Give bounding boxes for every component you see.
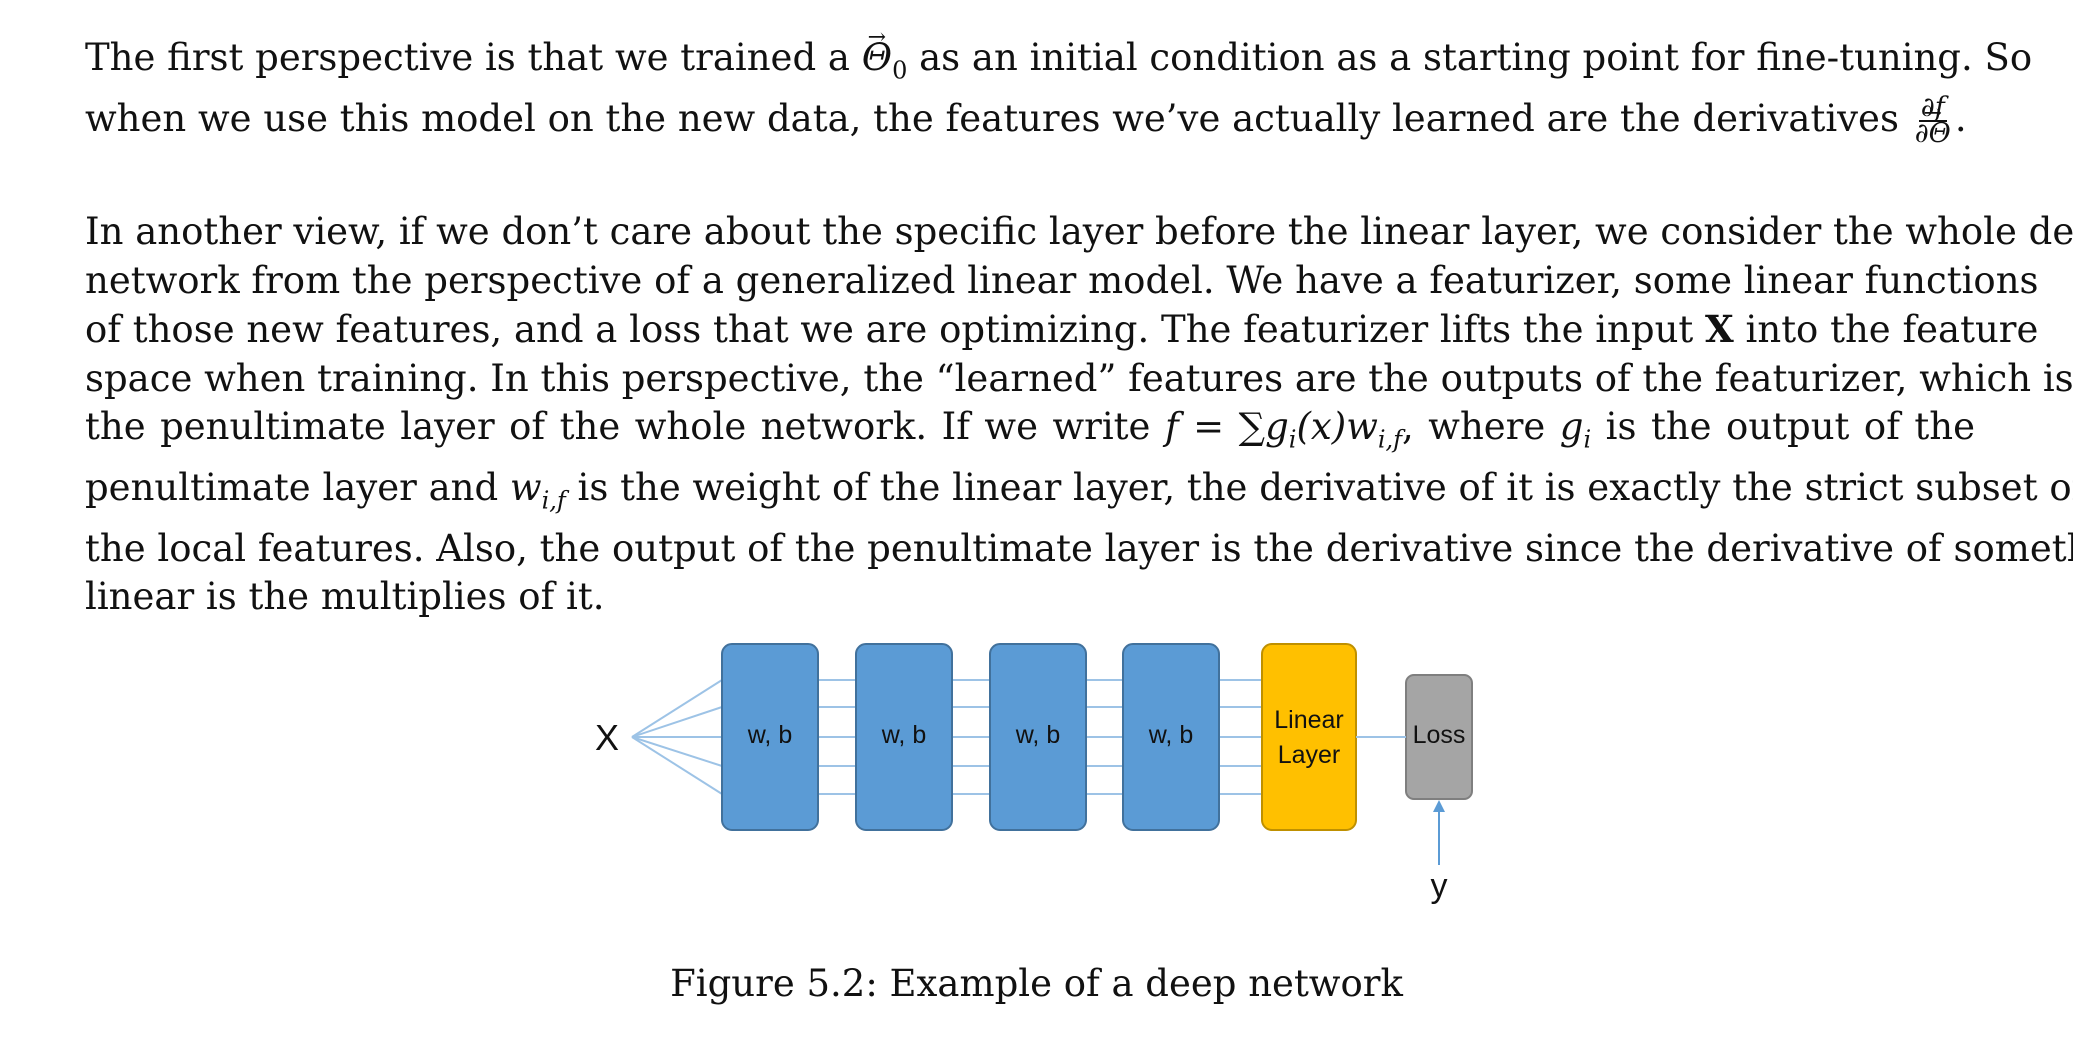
hidden-layer-4: w, b [1122,643,1220,831]
linear-layer-box [1261,643,1357,831]
math-w: w [509,465,542,509]
connection-line [631,736,723,795]
target-arrow-head [1433,800,1445,812]
hidden-layer-box [855,643,953,831]
hidden-layer-box [989,643,1087,831]
hidden-layer-label: w, b [1148,721,1193,749]
bold-x: X [1705,307,1734,351]
hidden-layer-label: w, b [1015,721,1060,749]
math-g: g [1265,405,1289,448]
hidden-layer-1: w, b [721,643,819,831]
paragraph-line: linear is the multiplies of it. [85,575,605,619]
text-span: , where [1402,405,1560,448]
paragraph-line: the local features. Also, the output of … [85,526,2073,570]
connection-line [631,679,723,738]
text-span: as an initial condition as a starting po… [907,36,2033,79]
paragraph-line: space when training. In this perspective… [85,356,2073,400]
subscript: i,f [1377,425,1403,454]
input-x-node: X [595,717,619,758]
theta-vector: Θ [862,34,892,83]
paragraph-line: the penultimate layer of the whole netwo… [85,403,1975,464]
paragraph-line: network from the perspective of a genera… [85,258,2039,302]
derivative-fraction: ∂f∂Θ [1915,94,1951,147]
text-span: into the feature [1733,308,2039,351]
text-span: . [1954,96,1967,140]
linear-layer-label-line1: Linear [1274,706,1344,734]
hidden-layer-label: w, b [881,721,926,749]
math-w: w [1346,405,1378,448]
subscript: 0 [892,56,908,85]
math-sum: ∑ [1238,405,1266,448]
hidden-layer-2: w, b [855,643,953,831]
text-span: is the weight of the linear layer, the d… [565,465,2073,509]
paragraph-line: when we use this model on the new data, … [85,94,1975,147]
text-span: is the output of the [1591,405,1975,448]
target-y-node: y [1431,800,1448,905]
text-span: of those new features, and a loss that w… [85,308,1706,351]
math-x-vector: (x) [1296,405,1347,448]
paragraph-line: penultimate layer and wi,f is the weight… [85,464,2073,525]
text-span: penultimate layer and [85,465,510,509]
paragraph-fine-tuning: The first perspective is that we trained… [85,34,2032,147]
subscript: i [1583,425,1592,454]
linear-layer: Linear Layer [1261,643,1357,831]
connection-line [631,706,723,738]
math-g: g [1559,405,1584,448]
hidden-layer-3: w, b [989,643,1087,831]
math-f: f [1164,405,1179,448]
paragraph-line: The first perspective is that we trained… [85,34,2032,95]
linear-layer-label-line2: Layer [1278,741,1341,769]
hidden-layer-label: w, b [747,721,792,749]
paragraph-line: of those new features, and a loss that w… [85,305,2038,355]
text-span: the penultimate layer of the whole netwo… [85,405,1165,448]
subscript: i [1288,425,1297,454]
layer-connections [631,679,1262,795]
subscript: i,f [541,486,566,515]
figure-caption: Figure 5.2: Example of a deep network [670,962,1403,1005]
loss-label: Loss [1413,721,1466,749]
loss-node: Loss [1405,674,1473,800]
text-span: The first perspective is that we trained… [85,36,862,79]
hidden-layer-box [1122,643,1220,831]
text-span: when we use this model on the new data, … [85,96,1911,140]
math-equals: = [1178,405,1239,448]
connection-line [631,736,723,767]
target-y-label: y [1431,867,1448,905]
paragraph-generalized-linear-model: In another view, if we don’t care about … [85,208,2073,622]
paragraph-line: In another view, if we don’t care about … [85,210,2073,253]
hidden-layer-box [721,643,819,831]
input-x-label: X [595,717,619,758]
fraction-denominator: ∂Θ [1915,120,1951,147]
